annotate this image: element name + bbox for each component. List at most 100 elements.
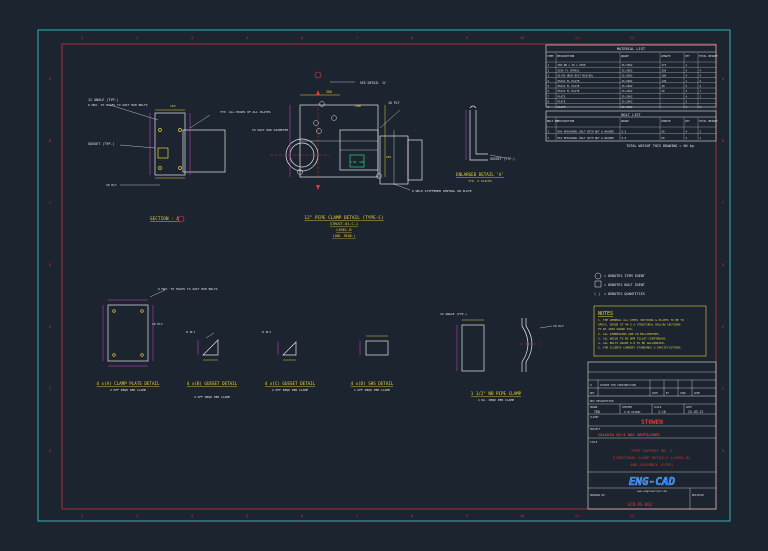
tb-drawn: TBD <box>594 410 600 414</box>
grid-number: 6 <box>301 36 303 40</box>
grid-letter: D <box>722 263 724 267</box>
dim-top-200: 200 <box>355 104 361 108</box>
table-cell: 2 <box>700 79 702 83</box>
title-block: 0 ISSUED FOR CONSTRUCTION REV DESCRIPTIO… <box>587 361 717 510</box>
tb-client-label: CLIENT <box>590 416 599 419</box>
tb-drawing-no-label: DRAWING NO. <box>590 494 606 497</box>
grid-number: 10 <box>520 514 524 518</box>
table-cell: 2 <box>700 84 702 88</box>
inner-frame <box>61 43 717 510</box>
tb-client: STOWEN <box>641 419 663 426</box>
legend-item-symbol <box>594 272 602 280</box>
table-header: ITEM <box>547 54 554 58</box>
clamp-plate-title: 4 x(A) CLAMP PLATE DETAIL <box>96 381 160 386</box>
section-a-marker <box>177 215 185 223</box>
table-cell: 200 <box>662 68 667 72</box>
table-cell: IS:2062 <box>622 105 633 109</box>
tb-date-label: DATE <box>686 406 692 409</box>
notes-title: NOTES <box>598 311 613 317</box>
grid-number: 11 <box>575 36 579 40</box>
table-cell: 4 <box>686 94 688 98</box>
note-thk: TO SUIT ROD DIAMETER <box>252 128 288 132</box>
grid-number: 5 <box>246 36 248 40</box>
table-cell: IS:2062 <box>622 63 633 67</box>
section-a-title: SECTION - A <box>150 216 179 222</box>
table-cell: 1 <box>700 94 702 98</box>
dim-top-300: 300 <box>326 90 332 94</box>
tb-col-header: CHKD <box>680 392 686 395</box>
grid-number: 11 <box>575 514 579 518</box>
tb-rev-header: REV DESCRIPTION <box>590 399 614 403</box>
table-cell: IS:2062 <box>622 74 633 78</box>
tb-col-header: REV <box>590 392 595 395</box>
table-cell: 81/64 HEXA BOLT M16(80) <box>558 74 594 78</box>
table-cell: 1 <box>700 136 702 140</box>
table-cell: 4 <box>686 130 688 134</box>
enlarged-detail-a <box>465 105 507 161</box>
table-cell: IS:2062 <box>622 79 633 83</box>
tb-col-header: BY <box>666 392 669 395</box>
table-header: QTY <box>685 54 690 58</box>
table-cell: - <box>662 95 664 98</box>
grid-letter: E <box>722 325 724 329</box>
table-cell: 140 <box>662 79 667 83</box>
note-plt-clamp: 10 PLT <box>152 322 163 326</box>
tb-title-1: PIPE SUPPORT NO. 2 <box>631 448 672 453</box>
legend-item-text: = DENOTES ITEM IDENT <box>604 274 645 278</box>
table-cell: 65X6 FL SPIRAL <box>558 68 580 72</box>
table-cell: 5 <box>548 84 550 88</box>
note-weld-top: 6 MAX. TO HOLES TO SUIT M20 BOLTS <box>88 103 148 107</box>
legend-qty-text: = DENOTES QUANTITIES <box>604 292 645 296</box>
table-cell: 1 <box>686 63 688 67</box>
grid-number: 9 <box>466 514 468 518</box>
table-cell: 2 <box>686 100 688 104</box>
item-ident-6 <box>376 173 382 179</box>
table-cell: 1 <box>700 89 702 93</box>
note-shs: 4 NO. SHS <box>350 160 364 164</box>
table-header: GRADE <box>621 119 629 123</box>
small-clamp-title: 1 1/2" NB PIPE CLAMP <box>471 391 522 396</box>
grid-number: 7 <box>356 36 358 40</box>
table-cell: IS:2062 <box>622 89 633 93</box>
grid-letter: A <box>49 77 52 81</box>
note-plt-pipe: 16 PLT <box>388 101 400 105</box>
table-cell: 65X12 FL PLATE <box>558 89 580 93</box>
pipe-clamp-sub3: (1NO. REQD.) <box>332 234 355 238</box>
shs-detail <box>359 335 389 356</box>
grid-number: 12 <box>630 36 634 40</box>
note-line: SPECS, GRADE ST 44-2 A STRUCTURAL HOLLOW… <box>598 323 681 327</box>
table-cell: 2 <box>700 130 702 134</box>
grid-letter: E <box>49 325 51 329</box>
grid-letter: B <box>722 139 724 143</box>
note-plt-section: 10 PLT <box>106 183 117 187</box>
grid-number: 3 <box>136 36 138 40</box>
table-header: BOLT NO <box>547 119 558 123</box>
table-header: TOTAL WEIGHT <box>699 119 718 123</box>
tb-checked-label: CHECKED <box>622 406 633 409</box>
table-cell: 7 <box>548 94 550 98</box>
table-cell: 1 <box>700 105 702 109</box>
table-cell: 8.8 <box>622 130 627 134</box>
item-ident-4 <box>316 128 322 134</box>
note-stiffener: 6 WELD STIFFENER CENTRAL ON PLATE <box>412 189 472 193</box>
table-cell: 60 <box>662 136 666 140</box>
table-cell: 3 <box>548 74 550 78</box>
note-angle-small: 12 ANGLE (TYP.) <box>440 312 467 316</box>
table-cell: 4 <box>686 84 688 88</box>
note-line: TO BS 4360 GRADE 43A. <box>598 327 634 331</box>
outer-border <box>37 29 731 522</box>
table-cell: 1 <box>548 63 550 67</box>
table-header: DESCRIPTION <box>557 119 575 123</box>
enlarged-a-title: ENLARGED DETAIL 'A' <box>456 172 504 177</box>
tb-title-3: AND ASSEMBLY (PIPE) <box>630 462 673 467</box>
table-cell: 300 NB x 30 L PIPE <box>558 63 587 67</box>
note-plt-gusset1: 8 PLT <box>186 330 195 334</box>
dim-side-100: 100 <box>386 155 391 159</box>
note-line: 1. THE GENERAL ALL STEEL SECTIONS & PLAT… <box>598 318 684 322</box>
item-ident-3 <box>313 120 319 126</box>
table-cell: 40 <box>662 89 666 93</box>
